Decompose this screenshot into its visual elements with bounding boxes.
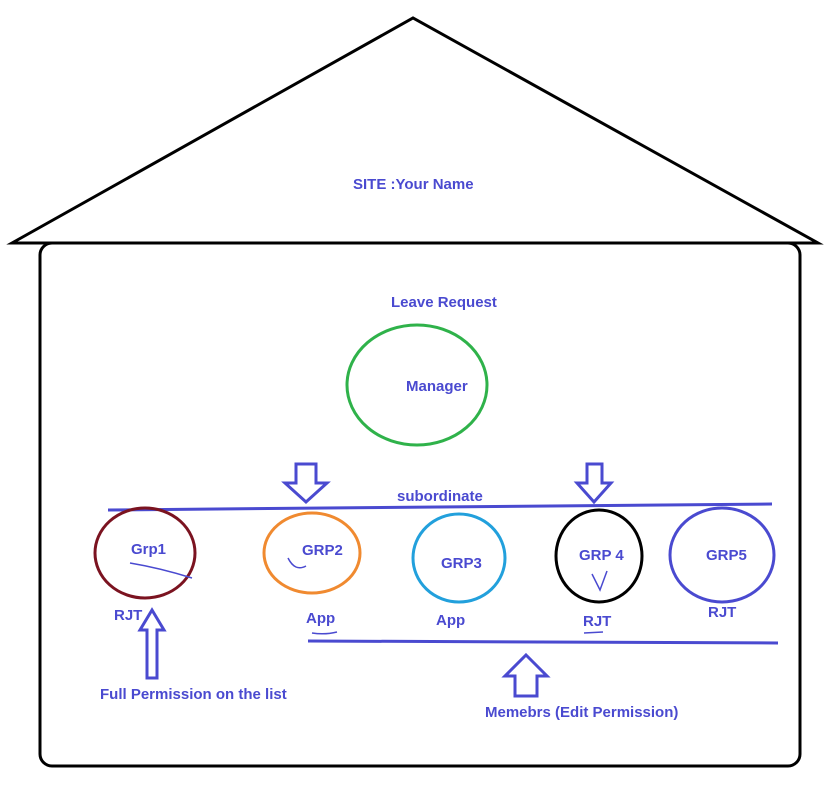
full-permission-label: Full Permission on the list bbox=[100, 686, 287, 703]
down-arrow-right bbox=[573, 462, 615, 505]
grp5-role: RJT bbox=[708, 604, 737, 621]
grp1-label: Grp1 bbox=[131, 541, 167, 558]
up-arrow-full-permission bbox=[137, 607, 167, 680]
scribble-grp4 bbox=[591, 570, 608, 592]
manager-label: Manager bbox=[406, 378, 468, 395]
grp4-circle bbox=[554, 508, 644, 604]
grp5-circle bbox=[668, 506, 776, 604]
house-body bbox=[38, 241, 802, 768]
scribble-rjt bbox=[583, 631, 604, 634]
grp2-role: App bbox=[306, 610, 336, 627]
site-label: SITE :Your Name bbox=[353, 176, 474, 193]
subordinate-label: subordinate bbox=[397, 488, 483, 505]
grp4-role: RJT bbox=[583, 613, 612, 630]
scribble-app bbox=[311, 631, 338, 635]
grp3-circle bbox=[411, 512, 507, 604]
grp4-label: GRP 4 bbox=[579, 547, 624, 564]
manager-circle bbox=[345, 323, 489, 447]
members-label: Memebrs (Edit Permission) bbox=[485, 704, 679, 721]
grp2-label: GRP2 bbox=[302, 542, 343, 559]
subordinate-line bbox=[107, 502, 773, 512]
grp5-label: GRP5 bbox=[706, 547, 747, 564]
grp1-role: RJT bbox=[114, 607, 143, 624]
up-arrow-members bbox=[501, 652, 551, 698]
grp2-circle bbox=[262, 511, 362, 595]
members-line bbox=[307, 639, 779, 645]
down-arrow-left bbox=[281, 462, 331, 505]
grp1-circle bbox=[93, 506, 197, 600]
list-label: Leave Request bbox=[391, 294, 497, 311]
house-roof bbox=[6, 16, 824, 245]
grp3-role: App bbox=[436, 612, 466, 629]
grp3-label: GRP3 bbox=[441, 555, 482, 572]
scribble-grp2 bbox=[287, 557, 307, 569]
scribble-grp1 bbox=[129, 562, 193, 579]
